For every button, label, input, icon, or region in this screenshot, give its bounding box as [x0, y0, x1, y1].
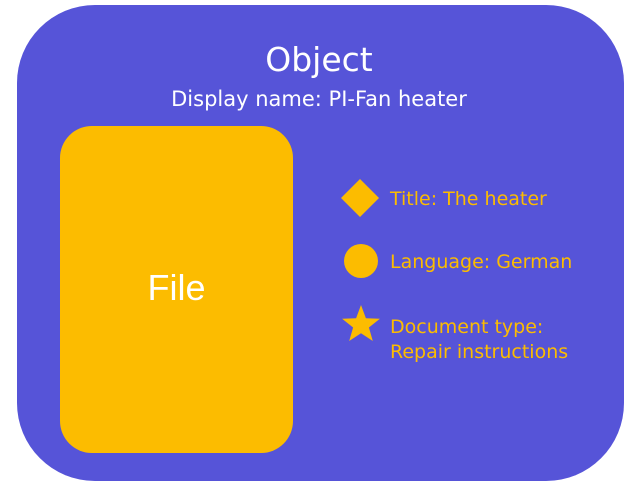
file-label: File: [147, 267, 206, 308]
property-document-type-value: Repair instructions: [390, 341, 569, 363]
property-language-text: Language: German: [390, 251, 573, 273]
object-title: Object: [265, 40, 373, 79]
star-icon: [342, 305, 380, 341]
circle-icon: [344, 244, 378, 278]
property-document-type-label: Document type:: [390, 316, 544, 338]
display-name-label: Display name: PI-Fan heater: [171, 87, 467, 111]
diamond-icon: [341, 179, 379, 217]
property-title-text: Title: The heater: [390, 188, 547, 210]
file-box: [60, 126, 293, 453]
